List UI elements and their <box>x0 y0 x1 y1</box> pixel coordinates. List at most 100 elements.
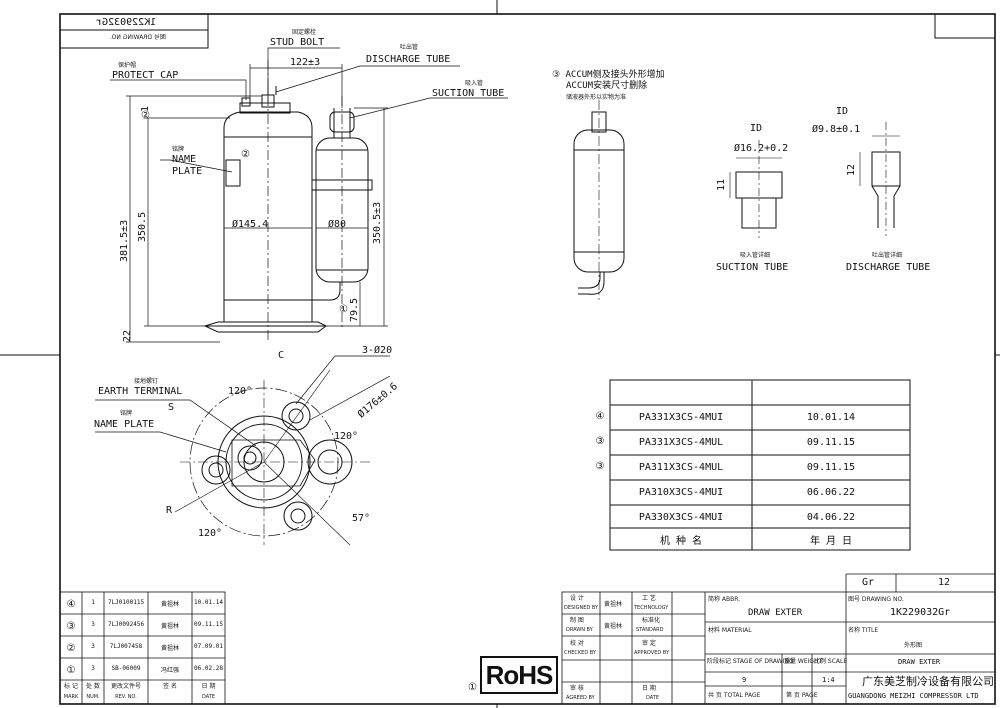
protect-cap-cn: 保护帽 <box>118 62 137 69</box>
drawing-no: 1K229032Gr <box>890 607 951 618</box>
revision-cell: ① <box>66 665 76 676</box>
designed-name: 黄祖林 <box>604 601 623 608</box>
revision-cell: ② <box>66 643 76 654</box>
tech-cn: 工 艺 <box>642 595 656 602</box>
rev-mark-2-elev-b: ② <box>241 149 250 160</box>
checked-label: CHECKED BY <box>564 650 596 656</box>
title-value: DRAW EXTER <box>898 658 941 666</box>
earth-terminal-cn: 接地螺钉 <box>134 378 159 385</box>
revision-header-en: MARK <box>63 694 79 700</box>
model-row-name: PA311X3CS-4MUL <box>638 462 724 473</box>
suction-h11: 11 <box>716 178 727 191</box>
dim-350b: 350.5±3 <box>372 201 383 244</box>
angle-120-a: 120° <box>228 386 253 397</box>
title-cn: 外形图 <box>904 642 923 649</box>
revision-header-cell: 处 数 <box>86 683 100 690</box>
rev-mark-1-elev: ① <box>339 304 348 315</box>
revision-header-cell: 标 记 <box>64 683 78 690</box>
scale-value: 1:4 <box>822 676 835 684</box>
dim-holes: 3-Ø20 <box>362 345 393 356</box>
name-plate-cn: 铭牌 <box>172 146 185 153</box>
revision-cell: 7LJ0100115 <box>107 599 145 606</box>
suction-id: ID <box>750 123 763 134</box>
drawn-name: 黄祖林 <box>604 623 623 630</box>
model-row-date: 04.06.22 <box>806 512 856 523</box>
marker-r: R <box>166 505 173 516</box>
model-row-date: 09.11.15 <box>806 462 856 473</box>
model-table-footer-model: 机 种 名 <box>659 536 703 547</box>
name-plate-plan-label: NAME PLATE <box>94 419 155 430</box>
suction-tube-cn: 吸入管 <box>465 80 484 87</box>
revision-cell: 3 <box>91 665 95 672</box>
revision-cell: 1 <box>91 599 95 606</box>
date-cn: 日 期 <box>642 685 656 692</box>
compressor-plan-view <box>95 355 391 546</box>
revision-header-cell: 签 名 <box>163 683 177 690</box>
rev-mark-2-elev-a: ② <box>141 110 150 121</box>
approved-label: APPROVED BY <box>634 650 670 656</box>
revision-cell: 09.11.15 <box>194 621 223 628</box>
discharge-tube-detail <box>859 122 901 236</box>
company-cn: 广东美芝制冷设备有限公司 <box>862 675 994 688</box>
model-row-mark: ③ <box>595 461 605 472</box>
discharge-id: ID <box>836 106 849 117</box>
dim-d145: Ø145.4 <box>232 219 269 230</box>
drawing-no-label-mirrored: 图号 DRAWING NO. <box>110 34 166 41</box>
abbr-label: 简称 ABBR. <box>708 596 741 603</box>
model-row-mark: ③ <box>595 436 605 447</box>
revision-header-cell: 日 期 <box>201 683 216 690</box>
model-row-name: PA331X3CS-4MUI <box>638 412 724 423</box>
suction-detail-cn: 吸入管详细 <box>740 252 771 259</box>
accum-note-line2: ACCUM安装尺寸删除 <box>566 81 648 91</box>
suction-tube-label: SUCTION TUBE <box>432 88 505 99</box>
weight-label: 重量 WEIGHT <box>784 658 823 665</box>
stage-value: 9 <box>742 676 747 684</box>
revision-cell: 10.01.14 <box>194 599 223 606</box>
sheet-no: 12 <box>938 577 951 588</box>
designed-cn: 设 计 <box>570 595 584 602</box>
approved-cn: 审 定 <box>642 640 656 647</box>
model-table-grid <box>609 379 911 551</box>
revision-header-cell: 更改文件号 <box>110 683 141 690</box>
model-row-mark: ④ <box>595 411 605 422</box>
discharge-tube-cn: 吐出管 <box>400 44 419 51</box>
drawing-no-label: 图号 DRAWING NO. <box>848 596 904 603</box>
abbr-value: DRAW EXTER <box>748 608 803 618</box>
revision-cell: 黄祖林 <box>160 623 179 630</box>
page: 第 页 PAGE <box>786 692 818 699</box>
angle-120-b: 120° <box>334 431 359 442</box>
drawing-no-mirrored: 1K229032Gr <box>96 17 157 28</box>
agreed-cn: 审 核 <box>570 685 584 692</box>
revision-cell: 7LJ0092456 <box>107 621 145 628</box>
discharge-h12: 12 <box>846 163 857 176</box>
stud-bolt-cn: 固定螺栓 <box>292 29 317 36</box>
revision-cell: 黄祖林 <box>160 645 179 652</box>
drawn-label: DRAWN BY <box>566 627 593 633</box>
revision-header-en: REV. NO. <box>115 694 137 700</box>
model-row-date: 09.11.15 <box>806 437 856 448</box>
rohs-rev-mark: ① <box>468 682 477 693</box>
std-cn: 标准化 <box>642 617 661 624</box>
compressor-elevation <box>203 60 373 342</box>
model-row-name: PA330X3CS-4MUI <box>638 512 724 523</box>
model-table-footer-date: 年 月 日 <box>809 536 853 547</box>
marker-c: C <box>278 350 285 361</box>
discharge-detail-cn: 吐出管详细 <box>872 252 903 259</box>
name-plate-plan-cn: 铭牌 <box>120 410 133 417</box>
date-label: DATE <box>646 695 660 701</box>
std-label: STANDARD <box>636 627 664 633</box>
discharge-detail-label: DISCHARGE TUBE <box>846 262 931 273</box>
angle-120-c: 120° <box>198 528 223 539</box>
revision-header-en: NUM. <box>86 694 100 700</box>
checked-cn: 校 对 <box>570 640 584 647</box>
earth-terminal-label: EARTH TERMINAL <box>98 386 183 397</box>
dim-79: 79.5 <box>349 297 360 322</box>
accum-note-line1: ③ ACCUM侧及接头外形增加 <box>552 70 665 80</box>
model-row-date: 10.01.14 <box>806 412 856 423</box>
revision-header-en: DATE <box>201 694 215 700</box>
discharge-tube-label: DISCHARGE TUBE <box>366 54 451 65</box>
revision-cell: 黄祖林 <box>160 601 179 608</box>
revision-cell: 7LJ007458 <box>109 643 143 650</box>
discharge-id-dim: Ø9.8±0.1 <box>812 124 861 135</box>
